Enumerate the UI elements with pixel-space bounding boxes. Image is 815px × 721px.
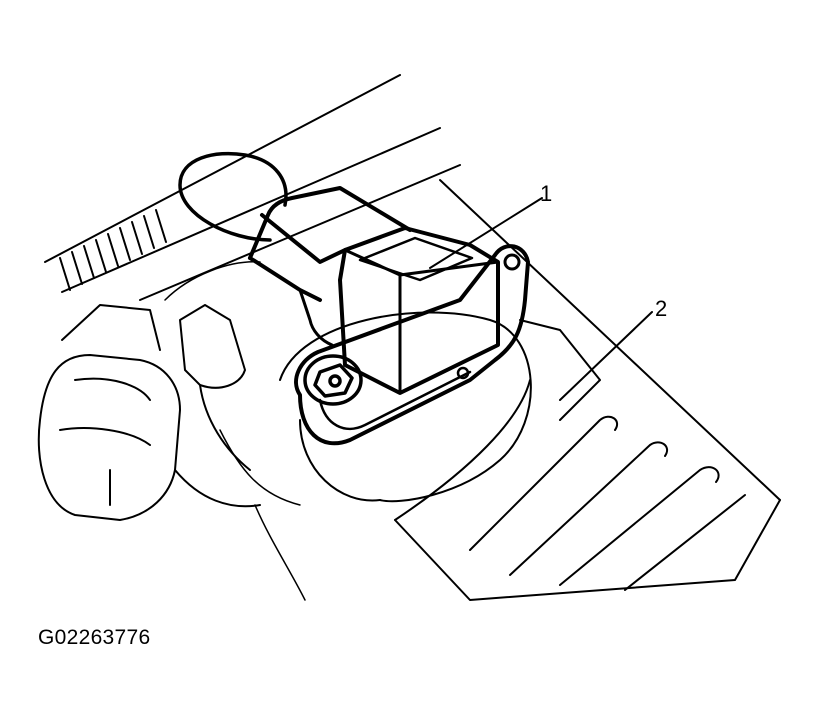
sensor-body: [250, 188, 498, 393]
lower-structure: [165, 262, 305, 600]
leader-line-2: [560, 312, 652, 400]
callout-label-2: 2: [655, 296, 668, 321]
mount-boss: [280, 313, 531, 502]
sensor-flange: [296, 246, 528, 443]
wire-loop: [180, 154, 286, 240]
figure-id: G02263776: [38, 626, 151, 649]
wiring-connector: [39, 305, 260, 520]
body-rivet: [458, 368, 468, 378]
leader-lines: [430, 198, 652, 400]
throttle-body-housing: [395, 180, 780, 600]
callout-label-1: 1: [540, 181, 553, 206]
mounting-bolt: [305, 356, 361, 404]
leader-line-1: [430, 198, 542, 268]
flange-screw: [505, 255, 519, 269]
background-hose-lines: [45, 75, 460, 300]
